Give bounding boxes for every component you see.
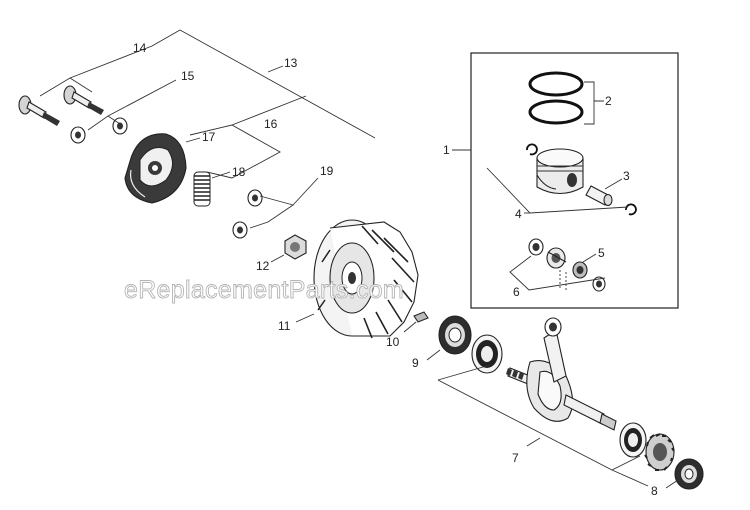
clutch-spring (193, 171, 211, 207)
flywheel (313, 219, 419, 339)
flywheel-key (413, 311, 429, 323)
main-bearing-right (619, 422, 647, 458)
callout-1: 1 (443, 143, 450, 157)
piston (536, 148, 584, 195)
callout-15: 15 (181, 69, 195, 83)
needle-bearing-5 (546, 247, 567, 269)
piston-kit-box (470, 52, 679, 309)
callout-7: 7 (512, 451, 519, 465)
piston-pin (585, 185, 613, 207)
clutch-shoe (124, 133, 187, 204)
callout-17: 17 (202, 130, 216, 144)
callout-12: 12 (256, 259, 270, 273)
flywheel-nut (284, 234, 307, 260)
oil-seal-left (438, 315, 472, 355)
spring-5 (572, 261, 588, 279)
clutch-washer-1 (70, 126, 86, 144)
bearing-washer-right (592, 276, 606, 292)
callout-18: 18 (232, 165, 246, 179)
callout-9: 9 (412, 356, 419, 370)
main-bearing-left (471, 334, 503, 374)
piston-rings (528, 71, 584, 125)
watermark: eReplacementParts.com (124, 276, 404, 304)
callout-3: 3 (623, 169, 630, 183)
callout-6: 6 (513, 285, 520, 299)
crankshaft (506, 317, 617, 431)
callout-10: 10 (386, 335, 400, 349)
oil-seal-right (674, 458, 704, 490)
callout-11: 11 (278, 319, 291, 333)
clutch-bolt-2 (63, 85, 104, 115)
callout-14: 14 (133, 41, 147, 55)
clutch-washer-19b (232, 221, 248, 239)
piston-circlip-left (526, 143, 538, 156)
clutch-washer-19a (247, 189, 263, 207)
callout-19: 19 (320, 164, 334, 178)
piston-circlip-right (625, 203, 637, 216)
clutch-bolt-1 (18, 95, 60, 126)
callout-5: 5 (598, 246, 605, 260)
callout-16: 16 (264, 117, 278, 131)
bearing-washer-left (528, 238, 544, 256)
callout-13: 13 (284, 56, 298, 70)
callout-8: 8 (651, 484, 658, 498)
callout-4: 4 (515, 207, 522, 221)
crank-gear (644, 433, 675, 471)
callout-2: 2 (605, 94, 612, 108)
